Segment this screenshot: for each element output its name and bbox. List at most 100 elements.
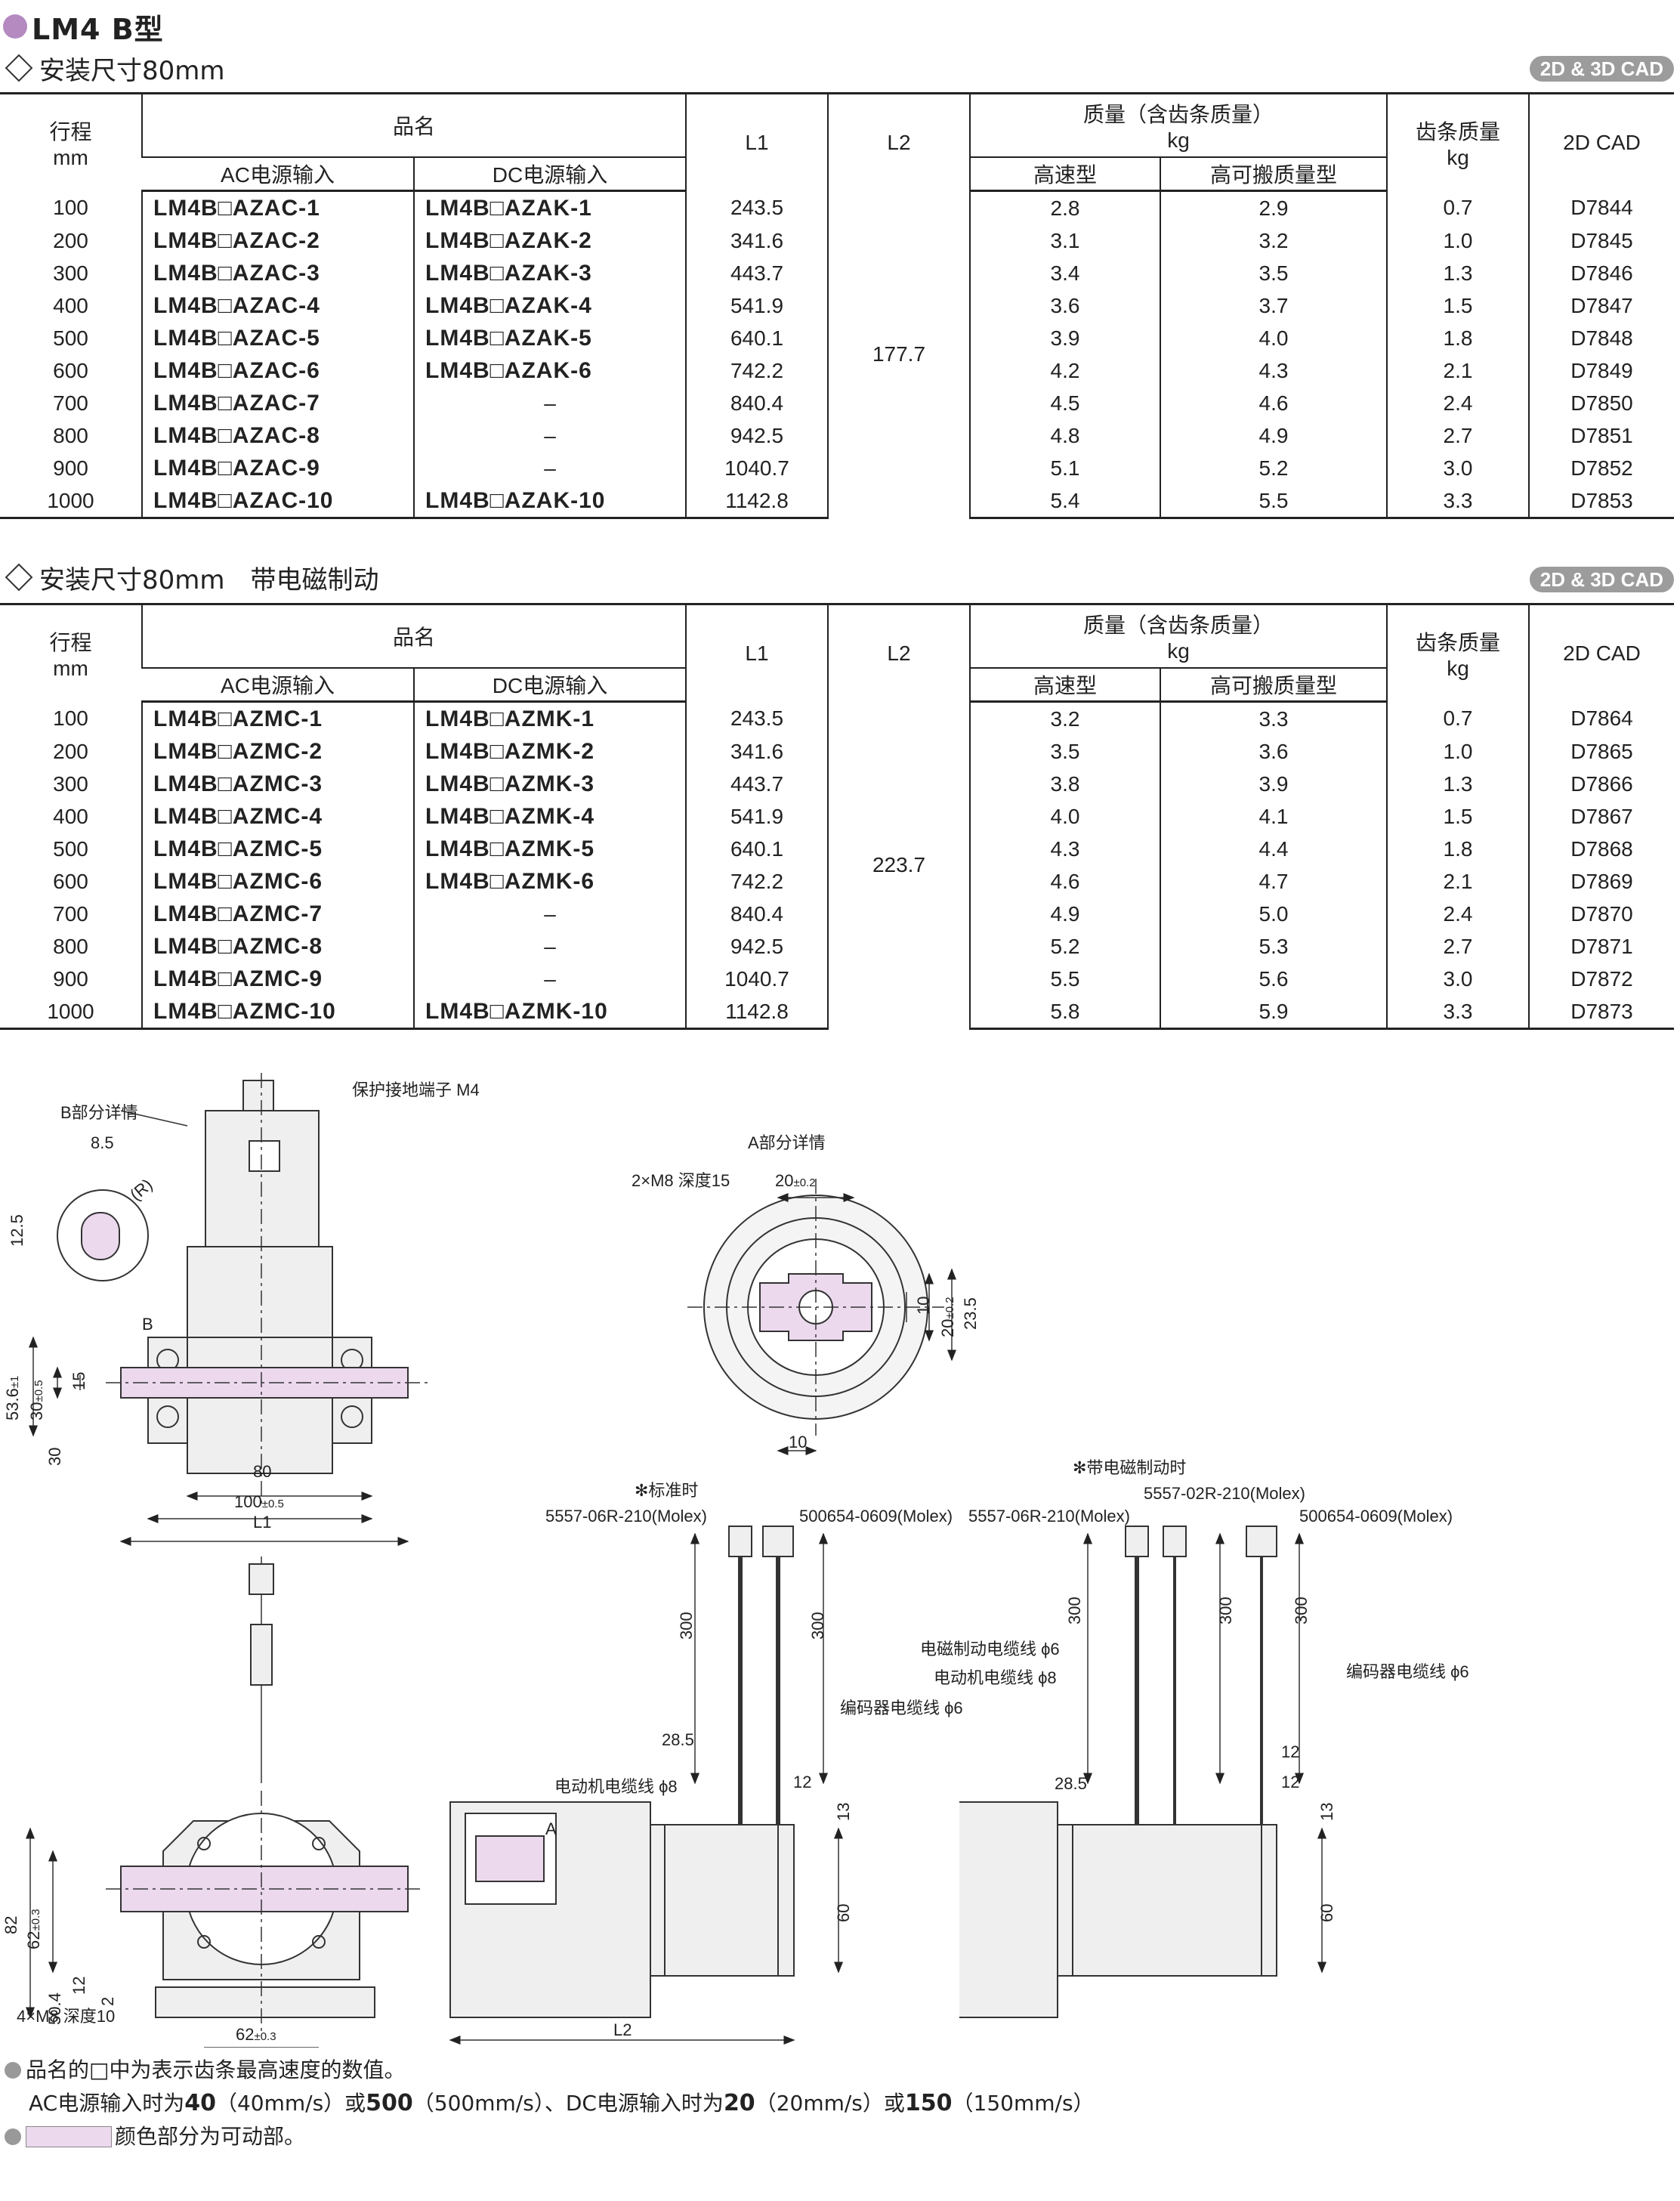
cell-cad-link[interactable]: D7866 — [1528, 767, 1674, 800]
cell-mass-high-load: 4.3 — [1160, 354, 1387, 387]
cell-dc-model: LM4B□AZMK-3 — [413, 767, 686, 800]
cell-mass-high-speed: 3.2 — [969, 701, 1160, 735]
cell-dc-model: LM4B□AZMK-5 — [413, 832, 686, 865]
cable-label: 电动机电缆线 ϕ8 — [554, 1777, 678, 1796]
dim-label: 12.5 — [8, 1214, 26, 1247]
col-high-load: 高可搬质量型 — [1160, 156, 1387, 192]
cell-mass-high-load: 3.5 — [1160, 256, 1387, 289]
dim-label: 30 — [45, 1448, 64, 1466]
cell-cad-link[interactable]: D7864 — [1528, 701, 1674, 735]
cell-mass-high-speed: 4.5 — [969, 386, 1160, 419]
dim-label: 12 — [1281, 1773, 1299, 1791]
col-cad: 2D CAD — [1528, 92, 1674, 190]
movable-part-swatch — [26, 2126, 112, 2147]
cell-rack-mass: 1.0 — [1386, 224, 1529, 257]
cell-cad-link[interactable]: D7852 — [1528, 451, 1674, 484]
connector-label: 500654-0609(Molex) — [799, 1507, 953, 1526]
cell-cad-link[interactable]: D7872 — [1528, 962, 1674, 995]
cell-cad-link[interactable]: D7870 — [1528, 897, 1674, 930]
cell-stroke: 1000 — [0, 994, 142, 1030]
cable-label: 编码器电缆线 ϕ6 — [1346, 1662, 1469, 1681]
cell-rack-mass: 1.0 — [1386, 734, 1529, 768]
cell-stroke: 700 — [53, 391, 88, 415]
dim-label: 300 — [1065, 1597, 1084, 1624]
dim-label: 300 — [1292, 1597, 1311, 1624]
cell-mass-high-load: 2.9 — [1160, 190, 1387, 224]
cell-ac-model: LM4B□AZMC-4 — [141, 799, 414, 833]
cell-mass-high-load: 3.9 — [1160, 767, 1387, 800]
cell-l1: 640.1 — [685, 321, 828, 354]
dim-label: 62±0.3 — [24, 1909, 43, 1949]
cell-rack-mass: 3.3 — [1386, 484, 1529, 519]
cell-cad-link[interactable]: D7853 — [1528, 484, 1674, 519]
cell-dc-model: – — [413, 929, 686, 963]
cell-mass-high-speed: 4.0 — [969, 799, 1160, 833]
cell-cad-link[interactable]: D7850 — [1528, 386, 1674, 419]
cell-cad-link[interactable]: D7869 — [1528, 864, 1674, 898]
cad-badge[interactable]: 2D & 3D CAD — [1529, 567, 1674, 592]
cell-l1: 840.4 — [685, 897, 828, 930]
cell-rack-mass: 2.4 — [1386, 897, 1529, 930]
cell-cad-link[interactable]: D7845 — [1528, 224, 1674, 257]
cell-ac-model: LM4B□AZMC-2 — [141, 734, 414, 768]
cell-rack-mass: 1.5 — [1386, 289, 1529, 322]
cell-stroke: 400 — [53, 804, 88, 828]
cell-l2: 177.7 — [827, 190, 970, 518]
cell-stroke: 300 — [53, 261, 88, 285]
cell-rack-mass: 1.8 — [1386, 321, 1529, 354]
cell-ac-model: LM4B□AZMC-9 — [141, 962, 414, 995]
cell-stroke: 100 — [53, 706, 88, 730]
cell-mass-high-load: 4.4 — [1160, 832, 1387, 865]
cell-l1: 341.6 — [685, 734, 828, 768]
cell-stroke: 400 — [53, 293, 88, 317]
cell-mass-high-load: 4.0 — [1160, 321, 1387, 354]
tapped-hole-label: 2×M8 深度15 — [632, 1171, 730, 1190]
cell-cad-link[interactable]: D7849 — [1528, 354, 1674, 387]
cell-rack-mass: 2.7 — [1386, 929, 1529, 963]
dim-label: 8.5 — [91, 1133, 114, 1152]
cell-ac-model: LM4B□AZAC-9 — [141, 451, 414, 484]
col-high-speed: 高速型 — [969, 156, 1160, 192]
cell-cad-link[interactable]: D7873 — [1528, 994, 1674, 1030]
cell-cad-link[interactable]: D7846 — [1528, 256, 1674, 289]
cell-cad-link[interactable]: D7847 — [1528, 289, 1674, 322]
dim-label: 20±0.2 — [775, 1171, 816, 1190]
cell-dc-model: LM4B□AZAK-4 — [413, 289, 686, 322]
dim-label: 12 — [69, 1977, 88, 1995]
col-l2: L2 — [827, 603, 970, 701]
cell-mass-high-speed: 5.5 — [969, 962, 1160, 995]
cell-cad-link[interactable]: D7865 — [1528, 734, 1674, 768]
col-mass: 质量（含齿条质量）kg — [969, 92, 1387, 158]
dim-label: 15 — [69, 1372, 88, 1390]
cell-cad-link[interactable]: D7844 — [1528, 190, 1674, 224]
cell-stroke: 100 — [53, 195, 88, 219]
cell-cad-link[interactable]: D7871 — [1528, 929, 1674, 963]
cell-cad-link[interactable]: D7848 — [1528, 321, 1674, 354]
col-mass: 质量（含齿条质量）kg — [969, 603, 1387, 669]
cell-l1: 541.9 — [685, 289, 828, 322]
cell-l1: 541.9 — [685, 799, 828, 833]
cell-l1: 443.7 — [685, 767, 828, 800]
cad-badge[interactable]: 2D & 3D CAD — [1529, 56, 1674, 82]
dim-label: 62±0.3 — [236, 2025, 276, 2044]
cell-rack-mass: 1.8 — [1386, 832, 1529, 865]
cell-cad-link[interactable]: D7868 — [1528, 832, 1674, 865]
cell-cad-link[interactable]: D7867 — [1528, 799, 1674, 833]
bullet-icon — [3, 14, 27, 39]
cell-rack-mass: 2.4 — [1386, 386, 1529, 419]
ground-terminal-label: 保护接地端子 M4 — [352, 1080, 480, 1099]
cell-stroke: 900 — [53, 456, 88, 480]
cell-cad-link[interactable]: D7851 — [1528, 419, 1674, 452]
dim-label: 300 — [808, 1612, 827, 1640]
cell-l1: 742.2 — [685, 354, 828, 387]
cell-mass-high-speed: 2.8 — [969, 190, 1160, 224]
dim-label: 82 — [2, 1916, 20, 1934]
dim-label: 28.5 — [662, 1730, 694, 1749]
